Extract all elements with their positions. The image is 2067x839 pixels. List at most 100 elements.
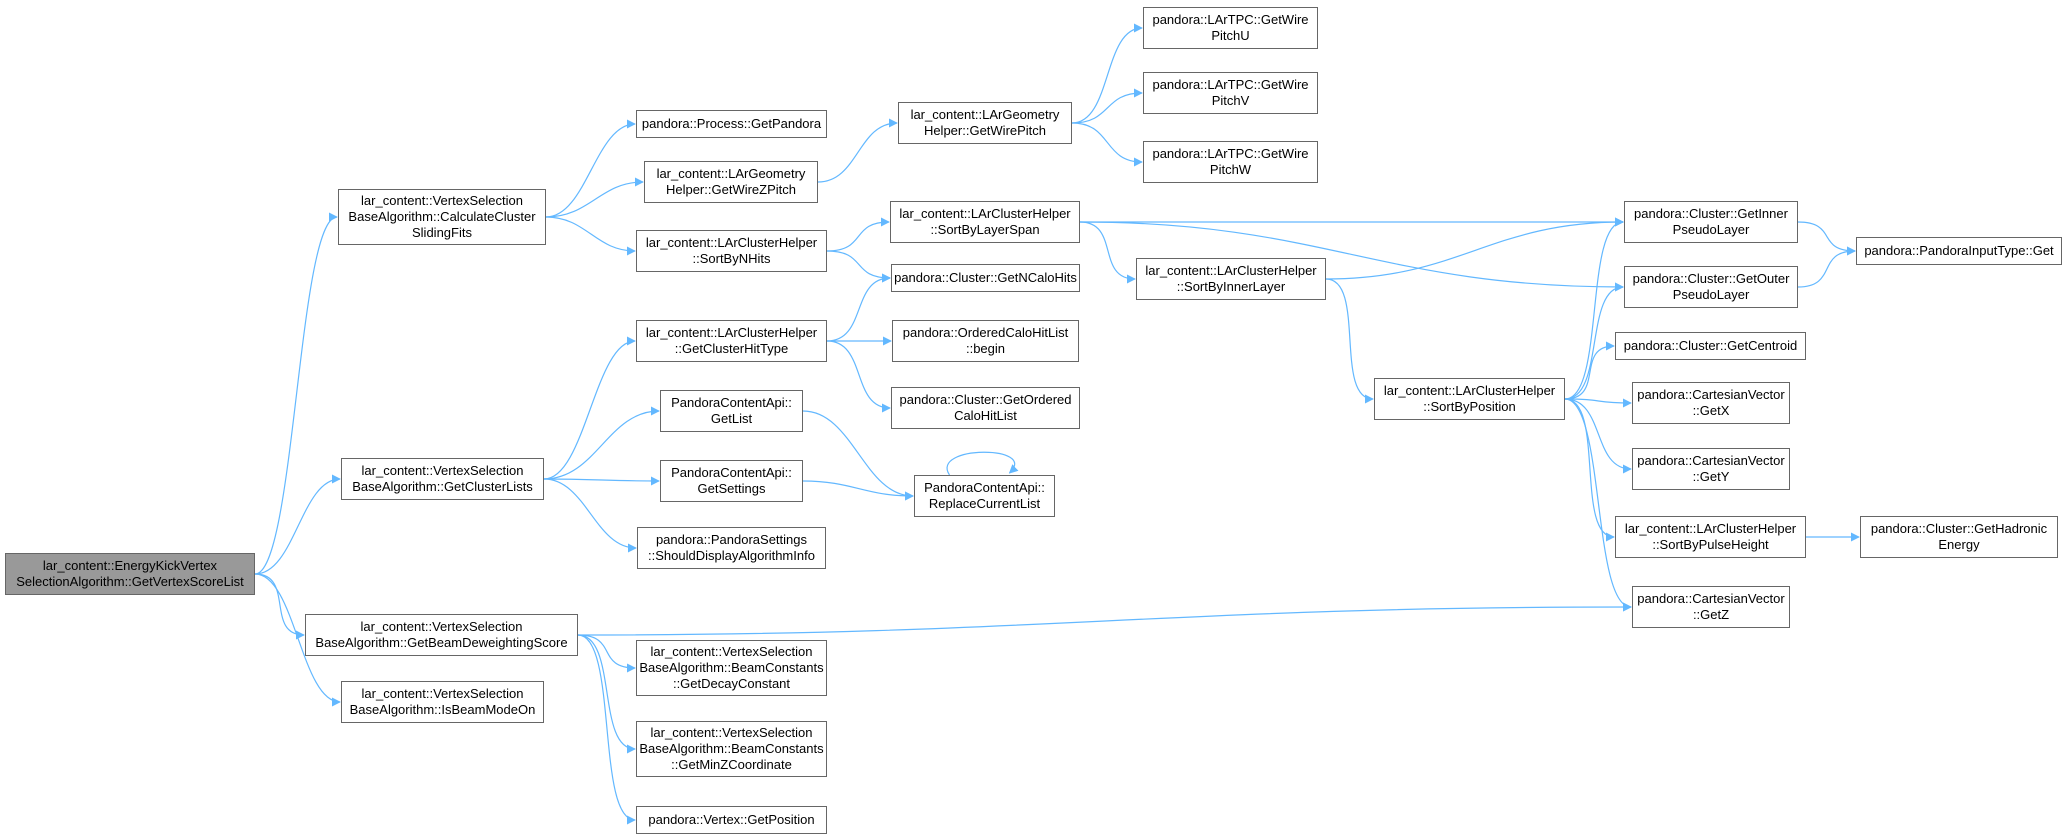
graph-node-label: lar_content::LArGeometry Helper::GetWire… (656, 166, 806, 197)
graph-node-label: pandora::Process::GetPandora (641, 116, 822, 131)
call-edge-getWirePitch-to-wirePitchV (1071, 88, 1143, 124)
graph-node-wire-pitch-v[interactable]: pandora::LArTPC::GetWire PitchV (1143, 72, 1318, 114)
graph-node-label: lar_content::LArClusterHelper ::SortByPo… (1383, 383, 1556, 414)
graph-node-label: PandoraContentApi:: GetSettings (671, 465, 792, 496)
call-edge-getOuterPseudoLayer-to-inputTypeGet (1797, 246, 1856, 288)
graph-node-label: pandora::Cluster::GetOuter PseudoLayer (1632, 271, 1790, 302)
graph-node-get-centroid[interactable]: pandora::Cluster::GetCentroid (1615, 332, 1806, 360)
graph-node-replace-current-list[interactable]: PandoraContentApi:: ReplaceCurrentList (914, 475, 1055, 517)
graph-node-label: pandora::Cluster::GetNCaloHits (894, 270, 1077, 285)
call-edge-root-to-getBeamDeweight (254, 573, 305, 640)
call-edge-replaceCurrentList-to-replaceCurrentList (946, 451, 1019, 476)
graph-node-get-list-api[interactable]: PandoraContentApi:: GetList (660, 390, 803, 432)
graph-node-cv-get-x[interactable]: pandora::CartesianVector ::GetX (1632, 382, 1790, 424)
graph-node-label: PandoraContentApi:: GetList (671, 395, 792, 426)
graph-node-label: lar_content::VertexSelection BaseAlgorit… (639, 725, 824, 772)
call-edge-sortByPosition-to-cvGetY (1564, 398, 1632, 474)
graph-node-get-beam-deweight[interactable]: lar_content::VertexSelection BaseAlgorit… (305, 614, 578, 656)
graph-node-label: lar_content::VertexSelection BaseAlgorit… (639, 644, 824, 691)
call-edge-getBeamDeweight-to-vertexGetPosition (577, 634, 636, 825)
graph-node-calc-sliding[interactable]: lar_content::VertexSelection BaseAlgorit… (338, 189, 546, 245)
call-edge-getClusterLists-to-getListApi (543, 406, 660, 480)
graph-node-label: pandora::LArTPC::GetWire PitchU (1152, 12, 1309, 43)
graph-node-get-outer-pseudo-layer[interactable]: pandora::Cluster::GetOuter PseudoLayer (1624, 266, 1798, 308)
graph-node-label: pandora::LArTPC::GetWire PitchV (1152, 77, 1309, 108)
graph-node-label: lar_content::LArClusterHelper ::GetClust… (645, 325, 818, 356)
call-edge-getWireZPitch-to-getWirePitch (817, 118, 898, 183)
call-edge-getWirePitch-to-wirePitchU (1071, 23, 1143, 124)
graph-node-get-wire-z-pitch[interactable]: lar_content::LArGeometry Helper::GetWire… (644, 161, 818, 203)
graph-node-get-wire-pitch[interactable]: lar_content::LArGeometry Helper::GetWire… (898, 102, 1072, 144)
graph-node-get-hadronic-energy[interactable]: pandora::Cluster::GetHadronic Energy (1860, 516, 2058, 558)
graph-node-label: pandora::Vertex::GetPosition (648, 812, 815, 827)
graph-node-get-inner-pseudo-layer[interactable]: pandora::Cluster::GetInner PseudoLayer (1624, 201, 1798, 243)
graph-node-label: pandora::OrderedCaloHitList ::begin (902, 325, 1069, 356)
call-edge-getClusterHitType-to-getOrderedCaloHitList (826, 340, 891, 413)
call-edge-getClusterLists-to-getClusterHitType (543, 336, 636, 480)
call-edge-sortByNHits-to-sortByLayerSpan (826, 217, 890, 252)
call-edge-root-to-isBeamModeOn (254, 573, 341, 707)
call-edge-getBeamDeweight-to-cvGetZ (577, 602, 1632, 636)
call-edge-calcSliding-to-getWireZPitch (545, 177, 644, 218)
graph-node-cv-get-z[interactable]: pandora::CartesianVector ::GetZ (1632, 586, 1790, 628)
call-edge-getClusterLists-to-shouldDisplay (543, 478, 637, 553)
call-edge-sortByPosition-to-cvGetX (1564, 398, 1632, 408)
graph-node-label: pandora::CartesianVector ::GetX (1637, 387, 1785, 418)
graph-node-label: pandora::Cluster::GetHadronic Energy (1870, 521, 2048, 552)
call-edge-sortByInnerLayer-to-sortByPosition (1325, 278, 1374, 404)
graph-node-sort-by-pulse-height[interactable]: lar_content::LArClusterHelper ::SortByPu… (1615, 516, 1806, 558)
graph-node-get-min-z[interactable]: lar_content::VertexSelection BaseAlgorit… (636, 721, 827, 777)
graph-node-get-n-calo-hits[interactable]: pandora::Cluster::GetNCaloHits (891, 264, 1080, 292)
graph-node-ordered-begin[interactable]: pandora::OrderedCaloHitList ::begin (892, 320, 1079, 362)
graph-node-wire-pitch-w[interactable]: pandora::LArTPC::GetWire PitchW (1143, 141, 1318, 183)
graph-node-process-get-pandora[interactable]: pandora::Process::GetPandora (636, 110, 827, 138)
call-edge-sortByLayerSpan-to-sortByInnerLayer (1079, 221, 1136, 284)
graph-node-label: lar_content::LArClusterHelper ::SortByIn… (1145, 263, 1317, 294)
graph-node-sort-by-inner-layer[interactable]: lar_content::LArClusterHelper ::SortByIn… (1136, 258, 1326, 300)
call-edge-calcSliding-to-processGetPandora (545, 119, 636, 218)
call-edge-getInnerPseudoLayer-to-inputTypeGet (1797, 221, 1856, 256)
graph-node-is-beam-mode-on[interactable]: lar_content::VertexSelection BaseAlgorit… (341, 681, 544, 723)
graph-node-input-type-get[interactable]: pandora::PandoraInputType::Get (1856, 237, 2062, 265)
graph-node-should-display[interactable]: pandora::PandoraSettings ::ShouldDisplay… (637, 527, 826, 569)
call-edge-sortByPosition-to-cvGetZ (1564, 398, 1632, 612)
graph-node-get-ordered-calo-hit-list[interactable]: pandora::Cluster::GetOrdered CaloHitList (891, 387, 1080, 429)
graph-node-label: pandora::PandoraSettings ::ShouldDisplay… (648, 532, 815, 563)
graph-node-sort-by-layer-span[interactable]: lar_content::LArClusterHelper ::SortByLa… (890, 201, 1080, 243)
call-edge-getListApi-to-replaceCurrentList (802, 410, 914, 501)
graph-node-sort-by-position[interactable]: lar_content::LArClusterHelper ::SortByPo… (1374, 378, 1565, 420)
call-edge-calcSliding-to-sortByNHits (545, 216, 636, 256)
graph-node-label: pandora::LArTPC::GetWire PitchW (1152, 146, 1309, 177)
call-edge-getClusterHitType-to-getNCaloHits (826, 273, 891, 342)
call-edge-getBeamDeweight-to-getDecayConstant (577, 634, 636, 673)
graph-node-cv-get-y[interactable]: pandora::CartesianVector ::GetY (1632, 448, 1790, 490)
graph-node-sort-by-n-hits[interactable]: lar_content::LArClusterHelper ::SortByNH… (636, 230, 827, 272)
call-edge-sortByNHits-to-getNCaloHits (826, 250, 891, 283)
call-edge-getClusterLists-to-getSettingsApi (543, 476, 660, 486)
graph-node-label: lar_content::EnergyKickVertex SelectionA… (16, 558, 244, 589)
call-edge-getWirePitch-to-wirePitchW (1071, 122, 1143, 167)
graph-node-label: lar_content::VertexSelection BaseAlgorit… (349, 686, 536, 717)
graph-node-get-settings-api[interactable]: PandoraContentApi:: GetSettings (660, 460, 803, 502)
graph-node-label: lar_content::LArClusterHelper ::SortByNH… (645, 235, 818, 266)
call-edge-root-to-getClusterLists (254, 474, 341, 575)
graph-node-label: pandora::CartesianVector ::GetY (1637, 453, 1785, 484)
graph-node-vertex-get-position[interactable]: pandora::Vertex::GetPosition (636, 806, 827, 834)
graph-node-label: lar_content::VertexSelection BaseAlgorit… (352, 463, 533, 494)
graph-node-root: lar_content::EnergyKickVertex SelectionA… (5, 553, 255, 595)
graph-node-label: lar_content::VertexSelection BaseAlgorit… (348, 193, 536, 240)
graph-node-label: lar_content::VertexSelection BaseAlgorit… (315, 619, 568, 650)
graph-node-label: lar_content::LArClusterHelper ::SortByPu… (1624, 521, 1797, 552)
graph-node-get-decay-constant[interactable]: lar_content::VertexSelection BaseAlgorit… (636, 640, 827, 696)
graph-node-label: lar_content::LArGeometry Helper::GetWire… (910, 107, 1060, 138)
call-edge-sortByPosition-to-getCentroid (1564, 341, 1615, 400)
graph-node-get-cluster-hit-type[interactable]: lar_content::LArClusterHelper ::GetClust… (636, 320, 827, 362)
call-edge-sortByPosition-to-sortByPulseHeight (1564, 398, 1615, 542)
graph-node-get-cluster-lists[interactable]: lar_content::VertexSelection BaseAlgorit… (341, 458, 544, 500)
graph-node-wire-pitch-u[interactable]: pandora::LArTPC::GetWire PitchU (1143, 7, 1318, 49)
call-edge-sortByPosition-to-getInnerPseudoLayer (1564, 217, 1624, 400)
graph-node-label: lar_content::LArClusterHelper ::SortByLa… (899, 206, 1071, 237)
graph-node-label: PandoraContentApi:: ReplaceCurrentList (924, 480, 1045, 511)
